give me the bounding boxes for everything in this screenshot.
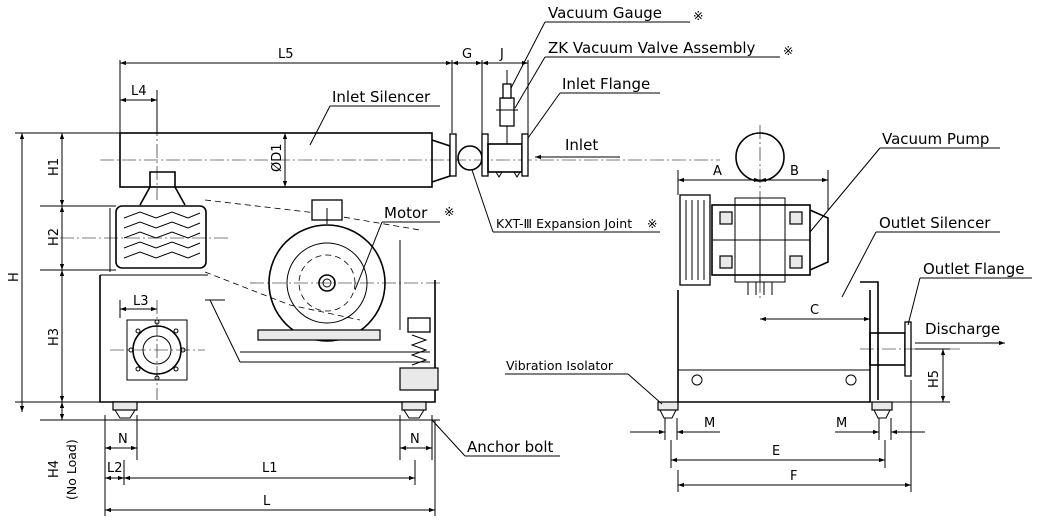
valve-pipe (487, 143, 523, 173)
dim-L2: L2 (107, 461, 123, 476)
belt-guard-bottom (204, 271, 361, 321)
label-inlet-silencer: Inlet Silencer (332, 88, 431, 106)
inlet-flange (521, 133, 529, 177)
side-isolator-right (871, 401, 893, 419)
vacuum-valve (499, 97, 515, 127)
dim-H2: H2 (47, 228, 62, 246)
label-expansion-joint: KXT-Ⅲ Expansion Joint (496, 216, 632, 231)
base-frame (99, 275, 436, 403)
right-isolator (401, 401, 427, 419)
side-frame (677, 290, 871, 403)
tensioner-base (399, 367, 439, 391)
dim-H4: H4 (47, 460, 62, 478)
pump-end-cap (809, 209, 829, 271)
dim-L5: L5 (278, 47, 294, 62)
label-anchor-bolt: Anchor bolt (467, 438, 554, 456)
dim-N-right: N (410, 432, 420, 447)
label-motor: Motor (384, 204, 428, 222)
dim-B: B (790, 164, 799, 179)
dim-F: F (790, 469, 797, 484)
silencer-flange (449, 133, 457, 177)
belt-guard-side (679, 194, 711, 286)
dim-L: L (263, 494, 271, 509)
note-mark-motor: ※ (444, 204, 454, 219)
label-inlet-flange: Inlet Flange (562, 75, 650, 93)
dim-H5: H5 (927, 370, 942, 388)
dim-H1: H1 (47, 158, 62, 176)
discharge-label: Discharge (925, 320, 1000, 338)
label-vacuum-gauge: Vacuum Gauge (548, 4, 662, 22)
dim-H3: H3 (47, 328, 62, 346)
inlet-label: Inlet (565, 136, 598, 154)
dim-L3: L3 (133, 294, 149, 309)
front-view: Inlet (7, 4, 793, 516)
joint-flange (481, 133, 489, 177)
dim-M-left: M (704, 416, 715, 431)
vacuum-gauge (502, 83, 512, 99)
motor-base (257, 329, 381, 341)
tensioner-top (407, 317, 431, 333)
label-outlet-flange: Outlet Flange (923, 260, 1024, 278)
dim-A: A (713, 164, 722, 179)
dim-H: H (7, 272, 22, 282)
dim-G: G (462, 47, 472, 62)
dim-C: C (810, 303, 819, 318)
dim-no-load: (No Load) (64, 439, 79, 500)
dim-D1: ØD1 (270, 143, 285, 172)
blower-casing (115, 205, 207, 269)
left-isolator (112, 401, 138, 419)
side-isolator-left (657, 401, 679, 419)
dim-E: E (772, 444, 780, 459)
note-mark-valve: ※ (783, 43, 793, 58)
silencer-taper (431, 139, 451, 183)
dim-J: J (499, 47, 504, 62)
note-mark-joint: ※ (647, 216, 657, 231)
label-vacuum-pump: Vacuum Pump (882, 130, 989, 148)
dim-M-right: M (836, 416, 847, 431)
label-vibration-isolator: Vibration Isolator (506, 358, 614, 373)
label-outlet-silencer: Outlet Silencer (879, 214, 991, 232)
dim-L4: L4 (131, 84, 147, 99)
dim-N-left: N (118, 432, 128, 447)
blower-chevrons (123, 211, 201, 259)
side-view: Discharge A B C H5 M (505, 125, 1032, 492)
note-mark-gauge: ※ (693, 8, 703, 23)
expansion-joint-body (457, 145, 483, 171)
dim-L1: L1 (262, 461, 278, 476)
label-vacuum-valve: ZK Vacuum Valve Assembly (548, 39, 756, 57)
